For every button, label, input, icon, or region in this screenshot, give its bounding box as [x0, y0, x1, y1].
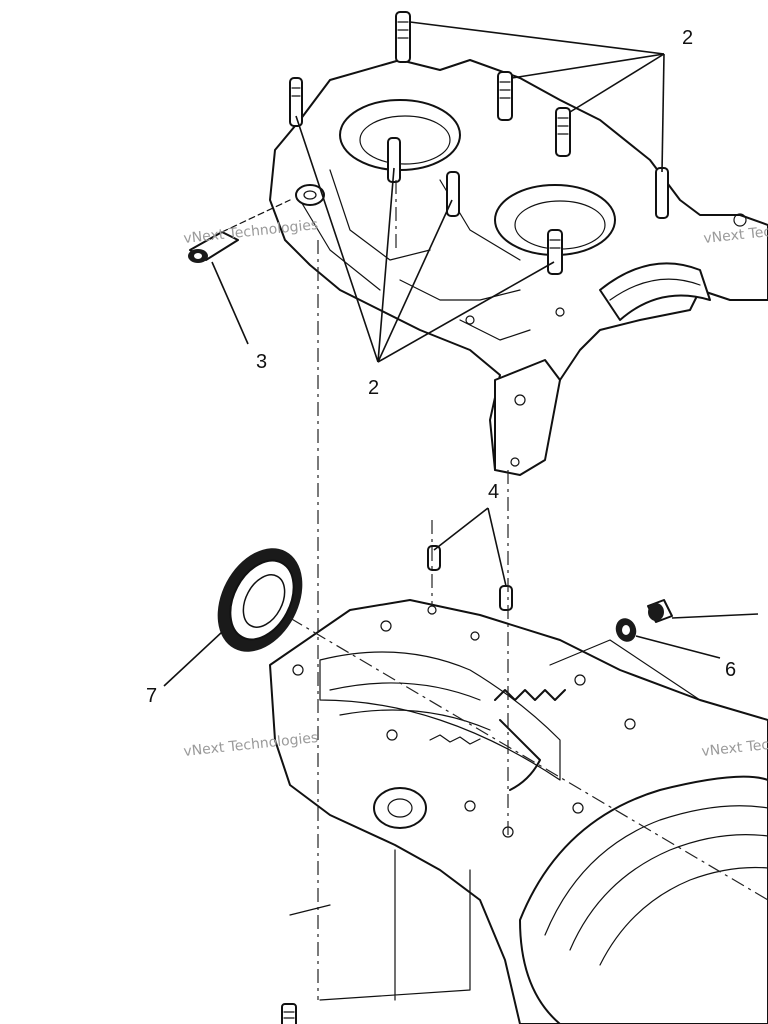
- callout-2-bottom: 2: [368, 377, 379, 399]
- callout-2-top: 2: [682, 27, 693, 49]
- callout-7: 7: [146, 685, 157, 707]
- stud: [446, 171, 460, 217]
- callout-4: 4: [488, 481, 499, 503]
- studs: [289, 11, 669, 275]
- upper-crankcase-half: [269, 59, 768, 476]
- stud: [387, 137, 401, 183]
- bottom-stud: [281, 1003, 297, 1024]
- stud: [547, 229, 563, 275]
- stud: [289, 77, 303, 127]
- callout-6: 6: [725, 659, 736, 681]
- lower-crankcase-half: [269, 599, 768, 1024]
- callout-3: 3: [256, 351, 267, 373]
- alignment-lines: [289, 180, 768, 1001]
- stud: [655, 167, 669, 219]
- plug-fitting: [188, 199, 291, 263]
- stud: [395, 11, 411, 63]
- callout-labels: 2 2 3 4 6 7: [146, 27, 736, 707]
- washer-and-bolt: [615, 599, 673, 642]
- crankshaft-seal: [217, 548, 303, 652]
- leader-lines: [163, 21, 759, 687]
- stud: [497, 71, 513, 121]
- stud: [555, 107, 571, 157]
